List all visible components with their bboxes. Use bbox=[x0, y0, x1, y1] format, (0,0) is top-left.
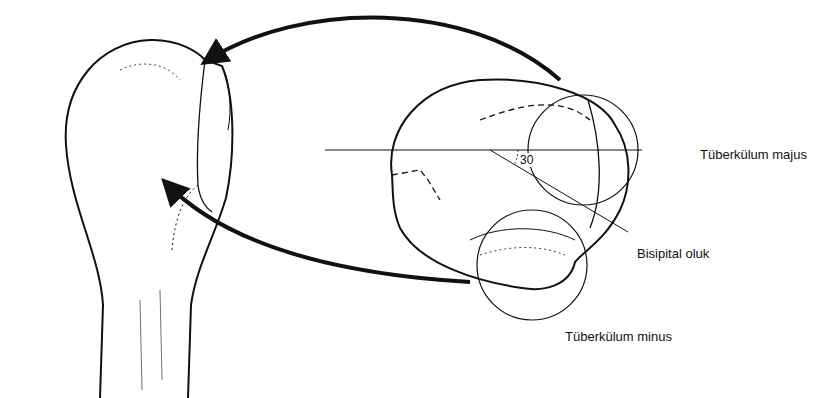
part-label: Bisipital oluk bbox=[637, 246, 709, 262]
part-label: Tüberkülum majus bbox=[700, 147, 807, 163]
angle-value: 30 bbox=[519, 153, 534, 167]
part-label: Tüberkülum minus bbox=[565, 329, 672, 345]
